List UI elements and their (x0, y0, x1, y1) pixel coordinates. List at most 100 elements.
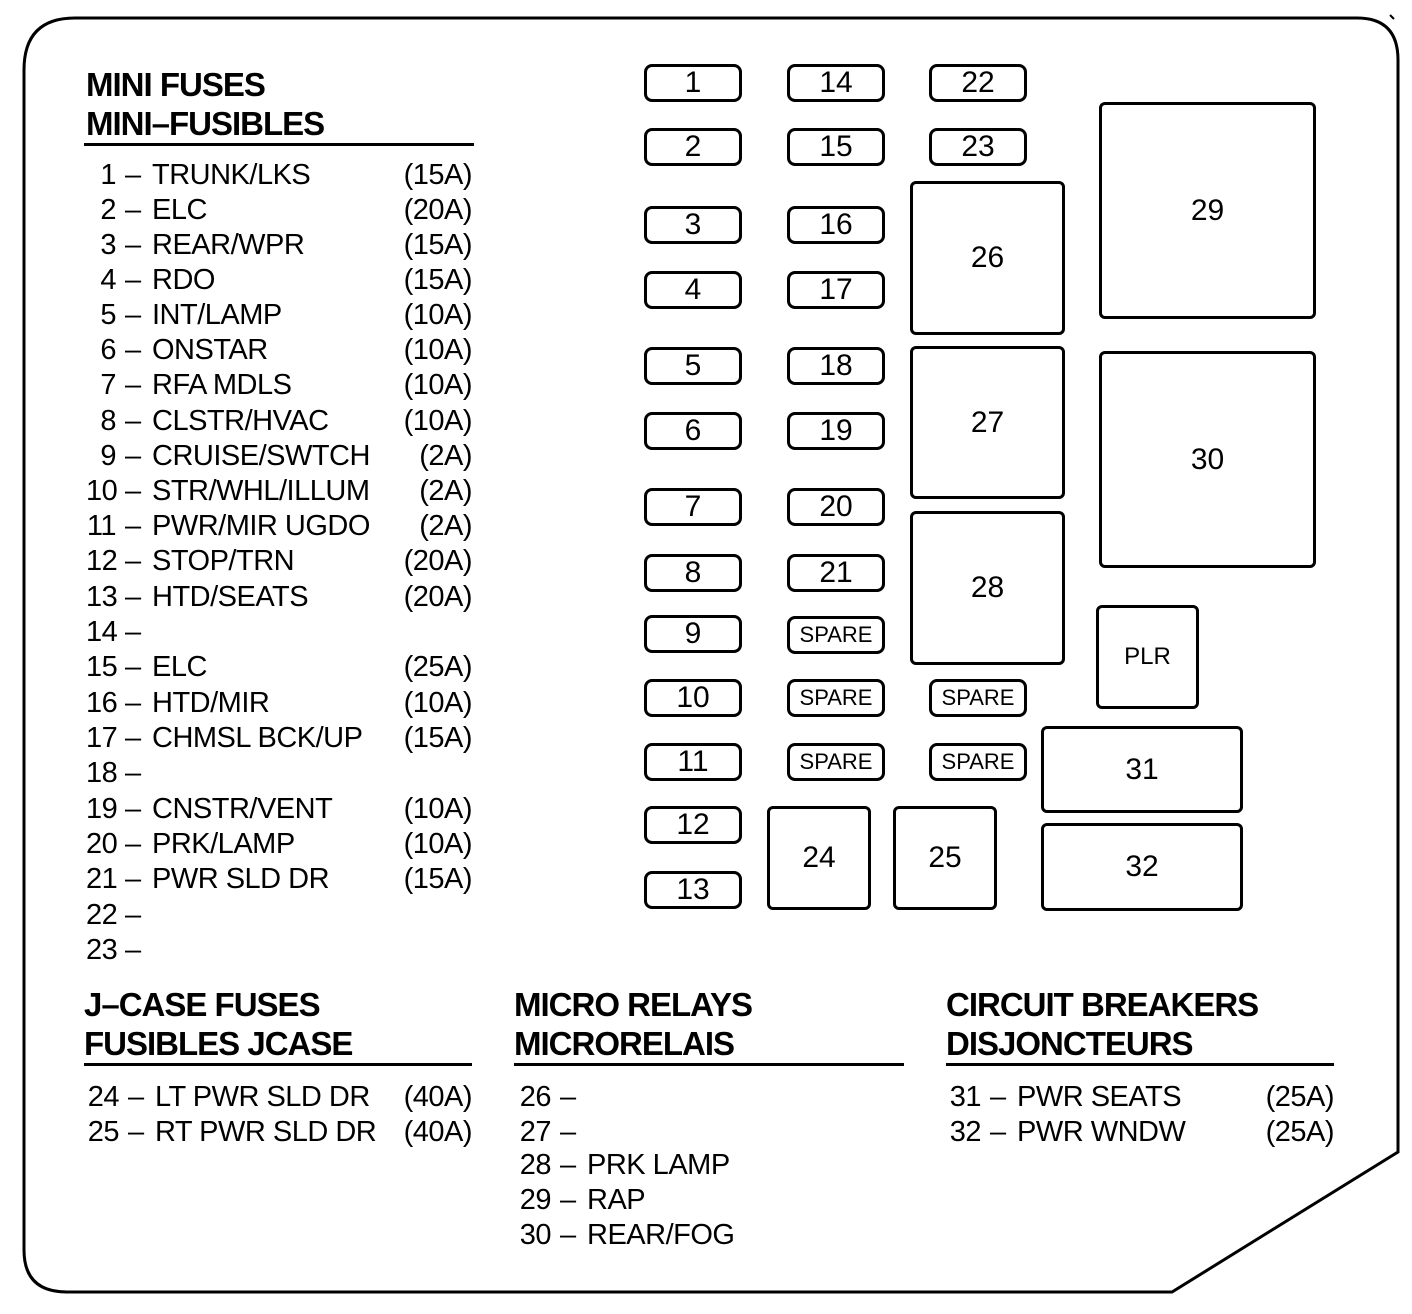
legend-dash: – (125, 510, 141, 542)
fuse-slot: 18 (787, 347, 885, 385)
fuse-slot: 32 (1041, 823, 1243, 911)
legend-number: 28 (519, 1149, 552, 1181)
legend-row: 5–INT/LAMP(10A) (86, 298, 472, 333)
micro-relays-rule (514, 1063, 904, 1066)
legend-dash: – (125, 334, 141, 366)
legend-row: 7–RFA MDLS(10A) (86, 368, 472, 403)
legend-dash: – (125, 405, 141, 437)
fuse-slot: 12 (644, 806, 742, 844)
legend-number: 19 (86, 793, 118, 825)
legend-row: 22– (86, 898, 472, 933)
legend-number: 29 (519, 1184, 552, 1216)
legend-number: 16 (86, 687, 118, 719)
fuse-slot: 28 (910, 511, 1065, 665)
fuse-slot: 21 (787, 554, 885, 592)
legend-circuit-label: TRUNK/LKS (152, 159, 311, 191)
legend-dash: – (125, 687, 141, 719)
legend-dash: – (560, 1184, 576, 1216)
legend-number: 8 (100, 405, 116, 437)
fuse-slot: 11 (644, 743, 742, 781)
fuse-slot: 3 (644, 206, 742, 244)
legend-amperage: (20A) (403, 581, 473, 613)
fuse-slot: 9 (644, 615, 742, 653)
micro-relays-title: MICRO RELAYS (514, 986, 753, 1023)
legend-amperage: (10A) (403, 405, 473, 437)
legend-number: 17 (86, 722, 118, 754)
legend-circuit-label: CLSTR/HVAC (152, 405, 329, 437)
legend-circuit-label: HTD/MIR (152, 687, 270, 719)
fuse-slot: 1 (644, 64, 742, 102)
fuse-slot: 19 (787, 412, 885, 450)
fuse-slot: 2 (644, 128, 742, 166)
legend-row: 25–RT PWR SLD DR(40A) (86, 1115, 473, 1150)
legend-number: 7 (100, 369, 116, 401)
legend-circuit-label: ELC (152, 194, 207, 226)
legend-number: 11 (86, 510, 117, 542)
fuse-slot: 16 (787, 206, 885, 244)
breakers-rule (946, 1063, 1334, 1066)
fuse-slot: 23 (929, 128, 1027, 166)
legend-amperage: (10A) (403, 828, 473, 860)
plr-slot: PLR (1096, 605, 1199, 709)
spare-fuse-slot: SPARE (787, 743, 885, 781)
legend-dash: – (125, 863, 141, 895)
legend-amperage: (2A) (419, 510, 472, 542)
legend-dash: – (125, 369, 141, 401)
legend-number: 1 (100, 159, 116, 191)
legend-dash: – (125, 475, 141, 507)
legend-number: 18 (86, 757, 118, 789)
disjoncteurs-title: DISJONCTEURS (946, 1025, 1194, 1062)
fuse-slot: 30 (1099, 351, 1316, 568)
legend-row: 21–PWR SLD DR(15A) (86, 862, 473, 897)
fuse-slot: 17 (787, 271, 885, 309)
legend-amperage: (15A) (403, 863, 473, 895)
legend-amperage: (10A) (403, 793, 473, 825)
legend-dash: – (125, 229, 141, 261)
legend-circuit-label: PWR/MIR UGDO (152, 510, 370, 542)
legend-row: 31–PWR SEATS(25A) (948, 1080, 1335, 1115)
fuse-slot: 26 (910, 181, 1065, 335)
legend-row: 8–CLSTR/HVAC (10A) (86, 404, 472, 439)
legend-row: 17–CHMSL BCK/UP(15A) (86, 721, 473, 756)
legend-row: 6–ONSTAR(10A) (86, 333, 472, 368)
legend-dash: – (560, 1116, 576, 1148)
legend-row: 23– (86, 933, 472, 968)
legend-dash: – (560, 1081, 576, 1113)
legend-number: 32 (949, 1116, 982, 1148)
legend-number: 22 (86, 899, 118, 931)
legend-amperage: (10A) (403, 687, 473, 719)
legend-row: 9–CRUISE/SWTCH(2A) (86, 439, 472, 474)
fuse-slot: 13 (644, 871, 742, 909)
legend-circuit-label: INT/LAMP (152, 299, 282, 331)
legend-dash: – (125, 757, 141, 789)
legend-circuit-label: STR/WHL/ILLUM (152, 475, 370, 507)
legend-amperage: (20A) (403, 194, 473, 226)
legend-dash: – (125, 581, 141, 613)
fuse-slot: 15 (787, 128, 885, 166)
legend-amperage: (2A) (419, 475, 472, 507)
legend-number: 15 (86, 651, 118, 683)
legend-number: 4 (100, 264, 116, 296)
legend-circuit-label: PRK/LAMP (152, 828, 295, 860)
legend-circuit-label: RT PWR SLD DR (155, 1116, 377, 1148)
legend-dash: – (125, 793, 141, 825)
fuse-slot: 31 (1041, 726, 1243, 813)
fuse-slot: 4 (644, 271, 742, 309)
legend-number: 13 (86, 581, 118, 613)
legend-number: 20 (86, 828, 118, 860)
legend-number: 31 (949, 1081, 982, 1113)
legend-row: 20–PRK/LAMP(10A) (86, 827, 473, 862)
legend-circuit-label: RFA MDLS (152, 369, 292, 401)
legend-circuit-label: ONSTAR (152, 334, 268, 366)
legend-amperage: (15A) (403, 264, 473, 296)
legend-amperage: (15A) (403, 722, 473, 754)
spare-fuse-slot: SPARE (787, 616, 885, 654)
legend-row: 18– (86, 756, 472, 791)
mini-fuses-rule (84, 143, 474, 146)
legend-number: 14 (86, 616, 118, 648)
legend-row: 19–CNSTR/VENT(10A) (86, 792, 473, 827)
legend-dash: – (125, 899, 141, 931)
fusibles-jcase-title: FUSIBLES JCASE (84, 1025, 353, 1062)
spare-fuse-slot: SPARE (929, 679, 1027, 717)
